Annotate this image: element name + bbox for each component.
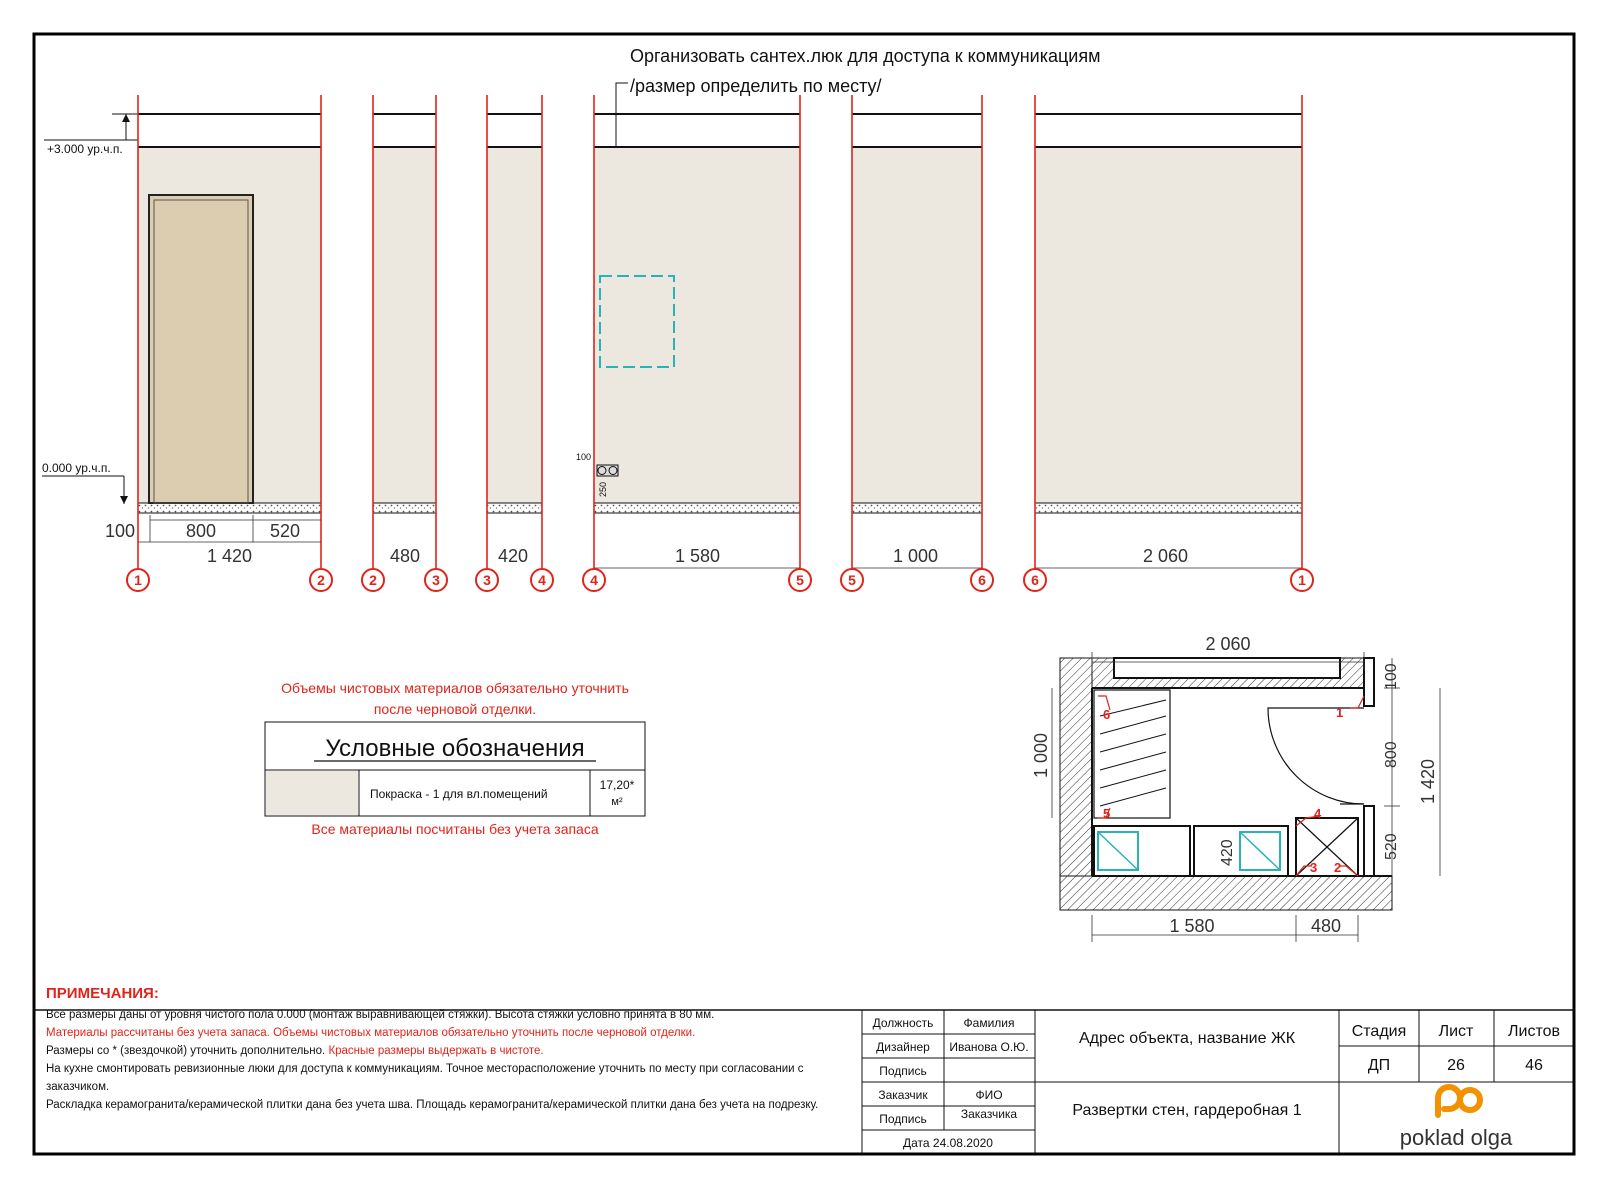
legend-footer: Все материалы посчитаны без учета запаса xyxy=(311,821,598,837)
stamp-date: Дата 24.08.2020 xyxy=(903,1136,993,1150)
note-1: Все размеры даны от уровня чистого пола … xyxy=(46,1009,715,1021)
stamp-sheet-h: Лист xyxy=(1439,1023,1474,1040)
axis-marker: 4 xyxy=(538,572,546,588)
note-line-2: /размер определить по месту/ xyxy=(630,76,882,96)
level-top: +3.000 ур.ч.п. xyxy=(44,113,138,156)
legend-item-unit: м² xyxy=(611,796,623,808)
axis-lines xyxy=(137,95,1303,568)
stamp-stage: ДП xyxy=(1368,1057,1390,1074)
axis-marker: 2 xyxy=(317,572,325,588)
note-4: На кухне смонтировать ревизионные люки д… xyxy=(46,1063,804,1093)
plan-marker-2: 2 xyxy=(1334,860,1341,875)
stamp-sheet-title: Развертки стен, гардеробная 1 xyxy=(1072,1102,1301,1119)
dim-wall5: 1 000 xyxy=(893,546,938,566)
note-3b: Красные размеры выдержать в чистоте. xyxy=(328,1045,544,1057)
level-floor: 0.000 ур.ч.п. xyxy=(42,461,128,504)
floor-plan: 6 5 1 4 3 2 2 060 100 800 520 1 420 1 00… xyxy=(1031,634,1441,942)
dim-wall1: 1 420 xyxy=(207,546,252,566)
wall-elevation-3 xyxy=(486,113,543,514)
plan-marker-1: 1 xyxy=(1336,705,1343,720)
note-5: Раскладка керамогранита/керамической пли… xyxy=(46,1099,819,1111)
axis-marker: 5 xyxy=(848,572,856,588)
axis-marker: 1 xyxy=(134,572,142,588)
socket-dim-250: 250 xyxy=(598,482,608,497)
note-2: Материалы рассчитаны без учета запаса. О… xyxy=(46,1027,696,1039)
wall-elevation-1 xyxy=(137,113,322,514)
plan-marker-5: 5 xyxy=(1103,806,1110,821)
stamp-sheets-h: Листов xyxy=(1508,1023,1560,1040)
plan-marker-6: 6 xyxy=(1103,707,1110,722)
note-line-1: Организовать сантех.люк для доступа к ко… xyxy=(630,46,1101,66)
axis-marker: 4 xyxy=(590,572,598,588)
plan-dim-1420: 1 420 xyxy=(1418,759,1438,804)
plan-dim-800: 800 xyxy=(1383,741,1400,768)
door xyxy=(148,194,254,504)
stamp-designer-name: Иванова О.Ю. xyxy=(949,1040,1028,1054)
stamp-sheet-no: 26 xyxy=(1447,1057,1465,1074)
stamp-h-position: Должность xyxy=(873,1016,934,1030)
plan-dim-1580: 1 580 xyxy=(1169,916,1214,936)
stamp-address: Адрес объекта, название ЖК xyxy=(1079,1030,1296,1047)
stamp-h-surname: Фамилия xyxy=(964,1016,1015,1030)
socket-icon xyxy=(596,464,619,477)
wall-elevation-6 xyxy=(1034,113,1303,514)
legend-title: Условные обозначения xyxy=(325,735,584,762)
plan-dim-top: 2 060 xyxy=(1205,634,1250,654)
axis-marker-circles xyxy=(126,568,1314,592)
wall-elevation-5 xyxy=(851,113,983,514)
level-top-label: +3.000 ур.ч.п. xyxy=(47,142,123,156)
notes-body: Все размеры даны от уровня чистого пола … xyxy=(46,1006,862,1114)
logo-text: poklad olga xyxy=(1400,1125,1513,1150)
title-block: Должность Фамилия Дизайнер Иванова О.Ю. … xyxy=(34,1009,1574,1154)
socket-dim-100: 100 xyxy=(576,452,591,462)
dim-wall4: 1 580 xyxy=(675,546,720,566)
dim-wall3: 420 xyxy=(498,546,528,566)
notes-title: ПРИМЕЧАНИЯ: xyxy=(46,985,159,1002)
stamp-sign-1: Подпись xyxy=(879,1064,927,1078)
logo: poklad olga xyxy=(1400,1084,1513,1150)
level-floor-label: 0.000 ур.ч.п. xyxy=(42,461,111,475)
axis-marker: 3 xyxy=(432,572,440,588)
plan-dim-480: 480 xyxy=(1311,916,1341,936)
legend-swatch xyxy=(266,771,358,815)
plan-dim-100: 100 xyxy=(1383,663,1400,690)
note-3a: Размеры со * (звездочкой) уточнить допол… xyxy=(46,1045,326,1057)
dim-100: 100 xyxy=(105,521,135,541)
dim-520: 520 xyxy=(270,521,300,541)
sheet-frame xyxy=(32,32,1576,1156)
plan-marker-3: 3 xyxy=(1310,860,1317,875)
plan-dim-520: 520 xyxy=(1383,833,1400,860)
dimension-lines xyxy=(138,515,1302,569)
stamp-customer: Заказчик xyxy=(878,1088,928,1102)
axis-marker: 2 xyxy=(369,572,377,588)
wall-elevation-4: 100 250 xyxy=(576,113,801,514)
note-3: Размеры со * (звездочкой) уточнить допол… xyxy=(46,1042,862,1060)
dim-wall6: 2 060 xyxy=(1143,546,1188,566)
plan-dim-420: 420 xyxy=(1219,839,1236,866)
plan-marker-4: 4 xyxy=(1314,806,1322,821)
stamp-customer-sign: Заказчика xyxy=(961,1107,1018,1121)
legend-warning-1: Объемы чистовых материалов обязательно у… xyxy=(281,680,629,696)
dim-800: 800 xyxy=(186,521,216,541)
legend-warning-2: после черновой отделки. xyxy=(374,701,536,717)
wall-elevation-2 xyxy=(372,113,437,514)
axis-marker: 3 xyxy=(483,572,491,588)
stamp-customer-name: ФИО xyxy=(975,1088,1002,1102)
stamp-stage-h: Стадия xyxy=(1352,1023,1407,1040)
axis-marker: 5 xyxy=(796,572,804,588)
stamp-sheets-total: 46 xyxy=(1525,1057,1543,1074)
axis-marker: 6 xyxy=(1031,572,1039,588)
dim-wall2: 480 xyxy=(390,546,420,566)
legend: Объемы чистовых материалов обязательно у… xyxy=(264,680,646,837)
legend-item-label: Покраска - 1 для вл.помещений xyxy=(370,787,548,801)
axis-marker: 6 xyxy=(978,572,986,588)
stamp-sign-2: Подпись xyxy=(879,1112,927,1126)
plan-dim-1000: 1 000 xyxy=(1031,733,1051,778)
service-hatch xyxy=(599,275,675,368)
stamp-designer: Дизайнер xyxy=(876,1040,930,1054)
axis-marker: 1 xyxy=(1298,572,1306,588)
legend-item-value: 17,20* xyxy=(600,778,635,792)
